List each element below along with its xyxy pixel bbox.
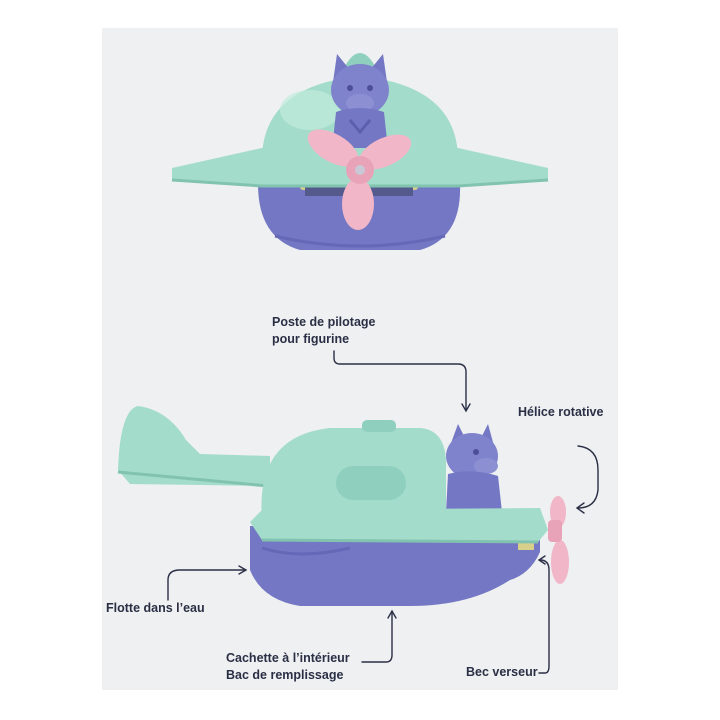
propeller-arrow [577,445,599,509]
side-hull [250,526,540,606]
side-view-plane [117,406,569,606]
side-fox-figurine [446,424,502,512]
side-propeller [548,496,569,584]
floats-arrow [167,569,246,601]
hideout-arrow [361,611,393,663]
hideout-label-line1: Cachette à l’intérieur [226,651,350,665]
hideout-label-line2: Bac de remplissage [226,668,344,682]
front-fox-figurine [331,54,389,150]
front-propeller [307,129,412,230]
propeller-label: Hélice rotative [518,405,604,419]
spout-arrow [538,559,550,674]
cockpit-arrow [333,350,467,411]
side-deck [250,508,548,542]
cockpit-label-line2: pour figurine [272,332,350,346]
front-view-plane [171,53,549,250]
cockpit-label-line1: Poste de pilotage [272,315,376,329]
cockpit-label: Poste de pilotage pour figurine [272,314,376,348]
floats-label: Flotte dans l’eau [106,601,205,615]
spout-label: Bec verseur [466,665,538,679]
side-tail [118,406,270,486]
hideout-label: Cachette à l’intérieur Bac de remplissag… [226,650,350,684]
